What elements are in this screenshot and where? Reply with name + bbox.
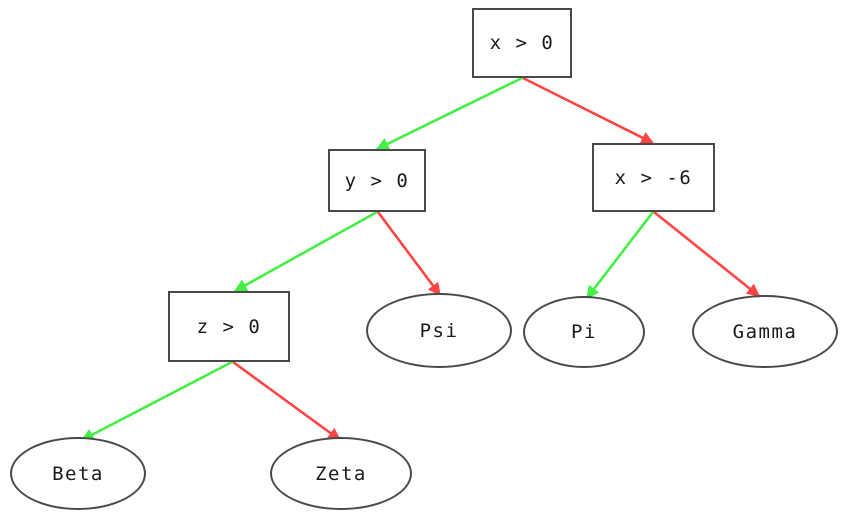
node-zeta-label: Zeta bbox=[315, 462, 367, 485]
edge-z-gt-0-to-zeta bbox=[232, 360, 342, 442]
node-x-gt-minus-6[interactable]: x > -6 bbox=[592, 143, 715, 212]
edge-root-to-x-gt-m6 bbox=[522, 76, 655, 145]
node-x-gt-minus-6-label: x > -6 bbox=[614, 166, 693, 189]
node-beta-label: Beta bbox=[52, 462, 104, 485]
edge-x-gt-m6-to-gamma bbox=[653, 210, 761, 298]
node-zeta[interactable]: Zeta bbox=[270, 437, 412, 510]
node-pi-label: Pi bbox=[571, 321, 597, 343]
edge-x-gt-m6-to-pi bbox=[585, 211, 655, 300]
node-psi-label: Psi bbox=[419, 319, 459, 342]
node-psi[interactable]: Psi bbox=[366, 293, 512, 368]
edge-y-gt-0-to-z-gt-0 bbox=[233, 210, 378, 293]
node-y-gt-0[interactable]: y > 0 bbox=[328, 149, 426, 212]
node-z-gt-0-label: z > 0 bbox=[196, 315, 262, 338]
edge-root-to-y-gt-0 bbox=[375, 76, 523, 151]
node-y-gt-0-label: y > 0 bbox=[344, 169, 410, 192]
node-beta[interactable]: Beta bbox=[10, 437, 146, 510]
node-z-gt-0[interactable]: z > 0 bbox=[168, 291, 290, 362]
edge-y-gt-0-to-psi bbox=[376, 211, 442, 297]
node-pi[interactable]: Pi bbox=[523, 296, 645, 368]
edge-z-gt-0-to-beta bbox=[80, 360, 233, 442]
node-gamma-label: Gamma bbox=[732, 320, 798, 343]
node-root[interactable]: x > 0 bbox=[472, 8, 572, 78]
node-gamma[interactable]: Gamma bbox=[692, 295, 838, 368]
edges-group bbox=[80, 76, 761, 442]
node-root-label: x > 0 bbox=[489, 32, 555, 54]
